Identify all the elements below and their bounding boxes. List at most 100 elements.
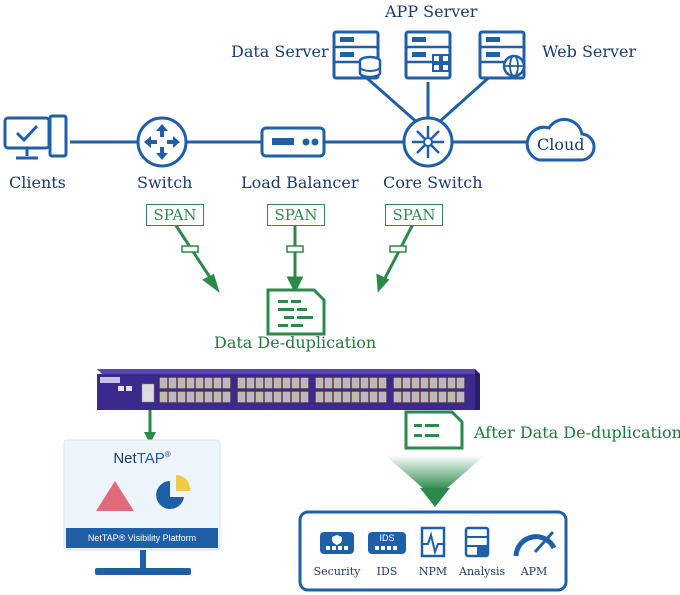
sfp-port (213, 391, 222, 403)
sfp-port (420, 377, 429, 389)
load-balancer-icon (260, 126, 326, 158)
sfp-port (438, 391, 447, 403)
monitor-icon (63, 439, 221, 575)
span-box: SPAN (267, 204, 325, 226)
document-icon (404, 410, 464, 450)
tool-label-security: Security (313, 565, 361, 578)
span-box: SPAN (146, 204, 204, 226)
web-server-label: Web Server (542, 42, 637, 61)
load-balancer-label: Load Balancer (241, 173, 359, 192)
sfp-port (273, 377, 282, 389)
sfp-port (264, 391, 273, 403)
sfp-port (411, 391, 420, 403)
dedup-title: Data De-duplication (214, 333, 377, 352)
sfp-port (351, 391, 360, 403)
sfp-port (342, 391, 351, 403)
sfp-port (360, 377, 369, 389)
sfp-port (393, 377, 402, 389)
sfp-port (177, 377, 186, 389)
sfp-port (456, 391, 465, 403)
sfp-port (222, 391, 231, 403)
sfp-port (195, 377, 204, 389)
tool-label-apm: APM (520, 565, 548, 578)
sfp-port (237, 391, 246, 403)
sfp-port (378, 391, 387, 403)
ids-appliance-icon (368, 532, 406, 554)
sfp-port (342, 377, 351, 389)
router-icon (136, 116, 188, 168)
sfp-port (255, 391, 264, 403)
sfp-port (222, 377, 231, 389)
sfp-port (360, 391, 369, 403)
sfp-port (393, 391, 402, 403)
sfp-port (159, 391, 168, 403)
sfp-port (402, 377, 411, 389)
sfp-port (246, 391, 255, 403)
funnel-arrow-icon (385, 455, 485, 507)
sfp-port (255, 377, 264, 389)
app-server-label: APP Server (385, 2, 478, 21)
server-icon (404, 30, 452, 80)
sfp-port (402, 391, 411, 403)
sfp-port (177, 391, 186, 403)
sfp-port (168, 391, 177, 403)
sfp-port (168, 377, 177, 389)
sfp-port (369, 391, 378, 403)
sfp-port (447, 377, 456, 389)
sfp-port (429, 377, 438, 389)
tool-label-ids: IDS (376, 565, 398, 578)
sfp-port (324, 377, 333, 389)
sfp-port (213, 377, 222, 389)
sfp-port (273, 391, 282, 403)
after-dedup-label: After Data De-duplication (474, 423, 680, 442)
gauge-icon (513, 530, 557, 557)
sfp-port (300, 377, 309, 389)
sfp-port (333, 391, 342, 403)
sfp-port (282, 391, 291, 403)
analysis-server-icon (464, 526, 490, 558)
core-switch-icon (402, 116, 454, 168)
sfp-port (438, 377, 447, 389)
packet-broker-device (97, 369, 480, 410)
sfp-port (429, 391, 438, 403)
security-appliance-icon (320, 532, 354, 554)
sfp-port (447, 391, 456, 403)
sfp-port (204, 391, 213, 403)
cloud-label: Cloud (537, 135, 585, 154)
sfp-port (159, 377, 168, 389)
shield-icon (332, 535, 342, 545)
sfp-port (411, 377, 420, 389)
sfp-port (333, 377, 342, 389)
clients-label: Clients (9, 173, 66, 192)
sfp-port (186, 391, 195, 403)
sfp-port (378, 377, 387, 389)
data-server-label: Data Server (231, 42, 329, 61)
core-switch-label: Core Switch (383, 173, 483, 192)
sfp-port (420, 391, 429, 403)
sfp-port (186, 377, 195, 389)
ids-badge: IDS (379, 533, 395, 543)
sfp-port (237, 377, 246, 389)
sfp-port (300, 391, 309, 403)
sfp-port (291, 377, 300, 389)
sfp-port (195, 391, 204, 403)
span-box: SPAN (385, 204, 443, 226)
sfp-port (264, 377, 273, 389)
switch-label: Switch (137, 173, 193, 192)
pulse-icon (420, 526, 446, 558)
tool-label-npm: NPM (418, 565, 448, 578)
cloud-icon (525, 118, 596, 162)
sfp-port (315, 377, 324, 389)
sfp-port (282, 377, 291, 389)
sfp-port (351, 377, 360, 389)
sfp-port (315, 391, 324, 403)
server-icon (332, 30, 382, 80)
sfp-port (324, 391, 333, 403)
sfp-port (291, 391, 300, 403)
monitor-icon (3, 114, 68, 160)
server-icon (478, 30, 526, 80)
nettap-brand: NetTAP® (113, 450, 171, 467)
sfp-port (246, 377, 255, 389)
tool-label-analysis: Analysis (459, 565, 506, 578)
sfp-port (456, 377, 465, 389)
